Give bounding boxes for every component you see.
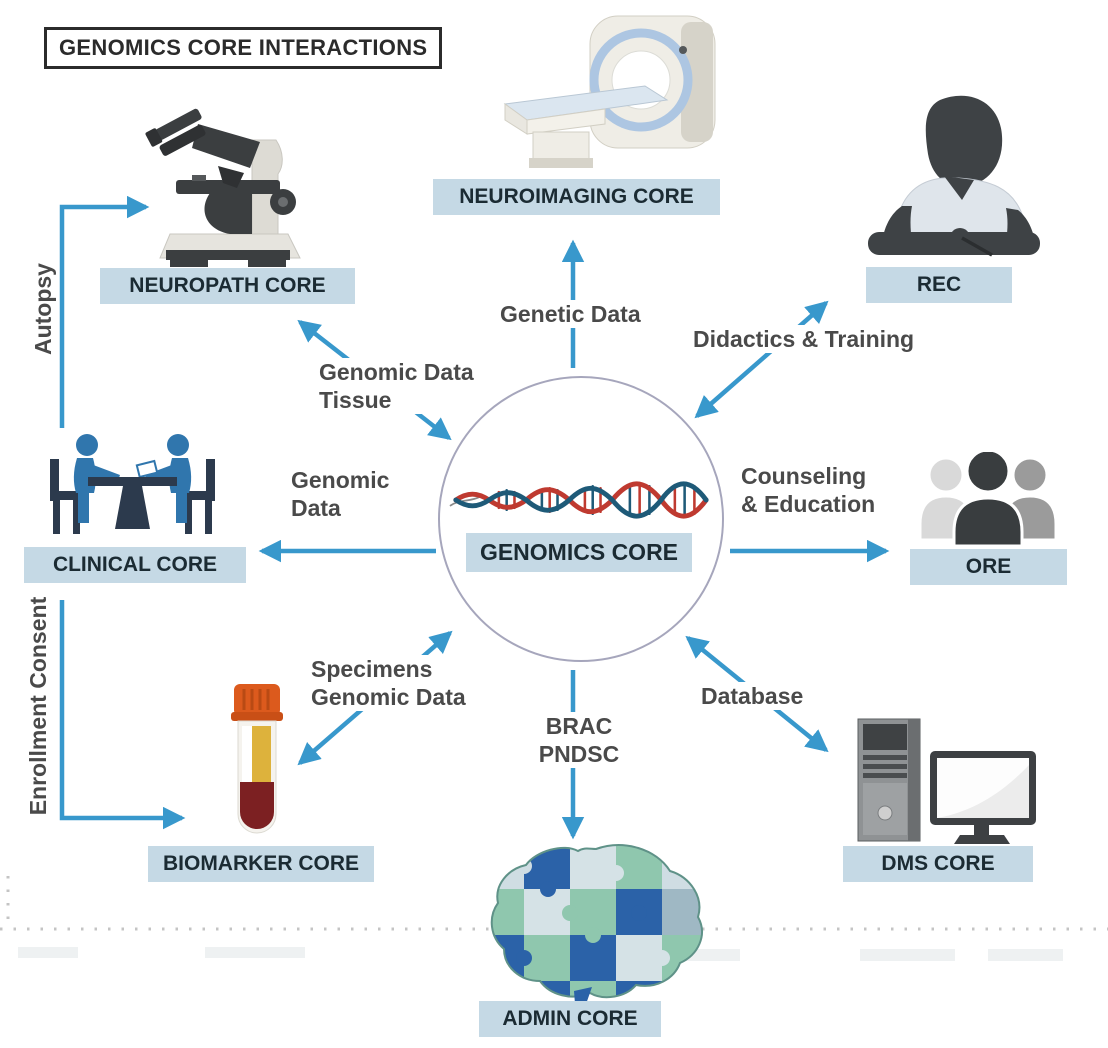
node-label-admin: ADMIN CORE bbox=[479, 1001, 661, 1037]
dna-helix-icon bbox=[449, 481, 709, 519]
genomics-core-circle bbox=[438, 376, 724, 662]
edge-label-neuropath: Genomic Data Tissue bbox=[316, 358, 477, 415]
mri-scanner-icon bbox=[503, 15, 716, 168]
edge-label-biomarker: Specimens Genomic Data bbox=[308, 655, 469, 712]
node-label-clinical: CLINICAL CORE bbox=[24, 547, 246, 583]
edge-label-rec: Didactics & Training bbox=[690, 325, 918, 354]
edge-label-ore: Counseling & Education bbox=[738, 462, 879, 519]
blood-tube-icon bbox=[231, 684, 283, 834]
edge-label-clinical: Genomic Data bbox=[288, 466, 393, 523]
rec-arrow bbox=[694, 300, 829, 419]
people-at-table-icon bbox=[50, 434, 215, 534]
puzzle-brain-icon bbox=[490, 844, 703, 1007]
node-label-biomarker: BIOMARKER CORE bbox=[148, 846, 374, 882]
autopsy-arrow bbox=[59, 195, 150, 428]
edge-label-autopsy: Autopsy bbox=[29, 263, 56, 356]
diagram-title: GENOMICS CORE INTERACTIONS bbox=[44, 27, 443, 69]
person-writing-icon bbox=[868, 95, 1040, 257]
desktop-computer-icon bbox=[857, 718, 1036, 844]
node-label-ore: ORE bbox=[910, 549, 1067, 585]
people-group-icon bbox=[918, 452, 1058, 548]
edge-label-enrollment: Enrollment Consent bbox=[24, 596, 51, 816]
microscope-icon bbox=[145, 108, 301, 267]
node-label-dms: DMS CORE bbox=[843, 846, 1033, 882]
edge-label-dms: Database bbox=[698, 682, 807, 711]
node-label-neuroimaging: NEUROIMAGING CORE bbox=[433, 179, 720, 215]
enrollment-arrow bbox=[59, 600, 186, 830]
node-label-rec: REC bbox=[866, 267, 1012, 303]
genomics-core-label: GENOMICS CORE bbox=[466, 533, 692, 572]
edge-label-neuroimaging: Genetic Data bbox=[497, 300, 644, 329]
node-label-neuropath: NEUROPATH CORE bbox=[100, 268, 355, 304]
faded-ghost-marks bbox=[18, 947, 1063, 961]
edge-label-admin: BRAC PNDSC bbox=[534, 712, 624, 769]
